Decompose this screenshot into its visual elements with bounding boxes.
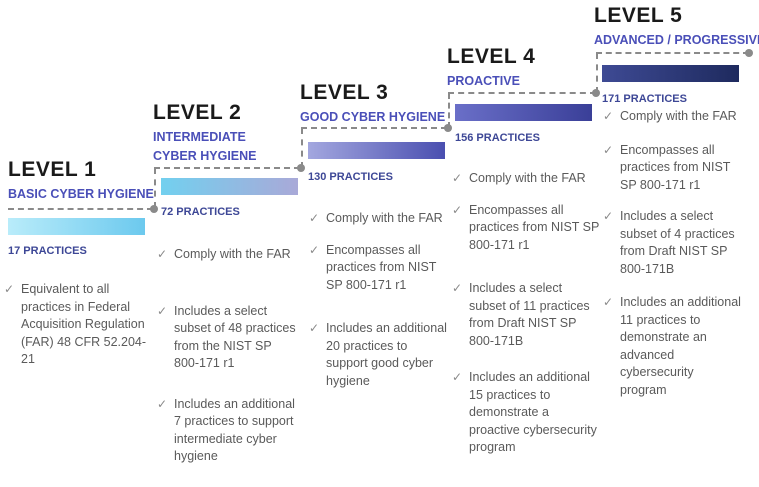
level-5-bar — [602, 65, 739, 82]
checkmark-icon: ✓ — [452, 370, 463, 384]
list-item: ✓Includes an additional 20 practices to … — [309, 321, 447, 388]
list-item: ✓Comply with the FAR — [603, 108, 743, 126]
level-1-subtitle: BASIC CYBER HYGIENE — [8, 187, 154, 201]
connector-line — [154, 167, 300, 169]
list-item: ✓Encompasses all practices from NIST SP … — [309, 242, 437, 292]
connector-dot — [150, 205, 158, 213]
connector-line — [8, 208, 153, 210]
level-4-practice-count: 156 PRACTICES — [455, 132, 540, 144]
checkmark-icon: ✓ — [603, 295, 614, 309]
level-1-practice-count: 17 PRACTICES — [8, 245, 87, 257]
checkmark-icon: ✓ — [157, 303, 168, 318]
list-item: ✓Comply with the FAR — [452, 170, 600, 188]
level-5-subtitle: ADVANCED / PROGRESSIVE — [594, 33, 759, 47]
checkmark-icon: ✓ — [309, 242, 320, 257]
checkmark-icon: ✓ — [309, 211, 320, 225]
list-item: ✓Comply with the FAR — [157, 246, 297, 264]
level-4-title: LEVEL 4 — [447, 45, 536, 68]
list-item: ✓Includes a select subset of 11 practice… — [452, 281, 590, 348]
list-item: ✓Includes an additional 7 practices to s… — [157, 396, 295, 464]
level-5-items: ✓Comply with the FAR ✓Encompasses all pr… — [603, 108, 743, 399]
level-3-practice-count: 130 PRACTICES — [308, 171, 393, 183]
connector-dot — [444, 124, 452, 132]
connector-dot — [745, 49, 753, 57]
level-2-title: LEVEL 2 — [153, 101, 242, 124]
list-item: ✓Encompasses all practices from NIST SP … — [452, 202, 600, 252]
level-3-items: ✓Comply with the FAR ✓Encompasses all pr… — [309, 210, 449, 390]
checkmark-icon: ✓ — [603, 142, 614, 157]
level-4-items: ✓Comply with the FAR ✓Encompasses all pr… — [452, 170, 600, 457]
list-item: ✓Includes an additional 15 practices to … — [452, 370, 597, 454]
checkmark-icon: ✓ — [452, 171, 463, 185]
level-2-bar — [161, 178, 298, 195]
checkmark-icon: ✓ — [157, 247, 168, 261]
level-2-subtitle: INTERMEDIATE CYBER HYGIENE — [153, 130, 257, 163]
level-4-bar — [455, 104, 592, 121]
connector-line — [448, 92, 596, 94]
list-item: ✓Includes a select subset of 4 practices… — [603, 209, 735, 276]
level-1-title: LEVEL 1 — [8, 158, 97, 181]
checkmark-icon: ✓ — [4, 282, 15, 296]
level-5-practice-count: 171 PRACTICES — [602, 93, 687, 105]
level-4-subtitle: PROACTIVE — [447, 74, 520, 88]
level-3-subtitle: GOOD CYBER HYGIENE — [300, 110, 446, 124]
connector-line — [596, 52, 749, 54]
connector-line — [301, 128, 303, 168]
checkmark-icon: ✓ — [452, 281, 463, 295]
checkmark-icon: ✓ — [157, 396, 168, 411]
level-5-title: LEVEL 5 — [594, 4, 683, 27]
connector-line — [596, 53, 598, 93]
level-1-items: ✓Equivalent to all practices in Federal … — [4, 281, 149, 369]
checkmark-icon: ✓ — [309, 321, 320, 335]
list-item: ✓Includes a select subset of 48 practice… — [157, 303, 296, 371]
level-2-practice-count: 72 PRACTICES — [161, 206, 240, 218]
list-item: ✓Comply with the FAR — [309, 210, 449, 228]
list-item: ✓Equivalent to all practices in Federal … — [4, 282, 147, 366]
connector-dot — [592, 89, 600, 97]
level-3-bar — [308, 142, 445, 159]
level-3-title: LEVEL 3 — [300, 81, 389, 104]
level-2-items: ✓Comply with the FAR ✓Includes a select … — [157, 246, 297, 466]
connector-line — [448, 93, 450, 128]
connector-dot — [297, 164, 305, 172]
checkmark-icon: ✓ — [452, 202, 463, 217]
connector-line — [301, 127, 447, 129]
connector-line — [154, 168, 156, 208]
list-item: ✓Includes an additional 11 practices to … — [603, 295, 741, 397]
checkmark-icon: ✓ — [603, 109, 614, 123]
level-1-bar — [8, 218, 145, 235]
list-item: ✓Encompasses all practices from NIST SP … — [603, 142, 731, 192]
checkmark-icon: ✓ — [603, 209, 614, 223]
